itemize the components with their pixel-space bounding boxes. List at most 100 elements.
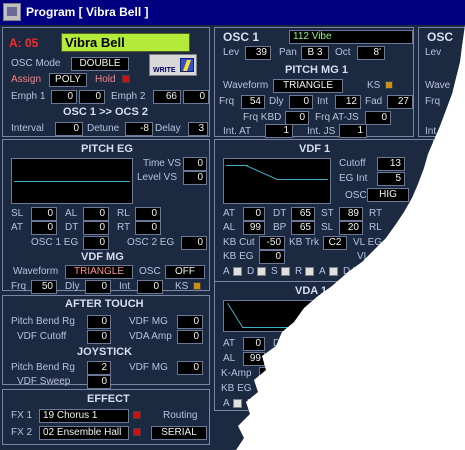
mg1-frq-kbd-field[interactable]: 0 — [285, 111, 309, 125]
mg1-int-js-field[interactable]: 1 — [339, 124, 367, 138]
interval-field[interactable]: 0 — [55, 122, 83, 136]
level-vs-label: Level VS — [137, 172, 178, 183]
vdf1-kbcut-field[interactable]: -50 — [259, 236, 285, 250]
mg1-int-at-field[interactable]: 1 — [265, 124, 293, 138]
vdf1-switch-r1-box[interactable] — [305, 267, 314, 276]
vdfmg-dly-field[interactable]: 0 — [85, 280, 111, 294]
fx1-led[interactable] — [133, 411, 141, 419]
osc2-wave-label: Wave — [425, 80, 451, 91]
emph2-b-field[interactable]: 0 — [183, 90, 209, 104]
vdf1-switch-d1-box[interactable] — [257, 267, 266, 276]
vdf1-rt-label: RT — [369, 208, 383, 219]
eg-al-label: AL — [65, 208, 78, 219]
vdf1-switch-d2-box[interactable] — [353, 267, 362, 276]
vdfmg-frq-label: Frq — [11, 281, 26, 292]
js-vdfsweep-field[interactable]: 0 — [87, 375, 111, 389]
vdf1-osc-select[interactable]: HIG — [367, 188, 409, 202]
js-vdfmg-field[interactable]: 0 — [177, 361, 203, 375]
vdf1-switch-a1-box[interactable] — [233, 267, 242, 276]
vda1-dt-field[interactable]: 89 — [291, 337, 315, 351]
fx2-led[interactable] — [133, 428, 141, 436]
vdfmg-ks-led[interactable] — [193, 282, 201, 290]
app-icon[interactable] — [3, 3, 21, 21]
vdfmg-frq-field[interactable]: 50 — [31, 280, 57, 294]
vdfmg-waveform-select[interactable]: TRIANGLE — [65, 265, 133, 279]
vdf1-st-field[interactable]: 89 — [339, 207, 363, 221]
fx2-select[interactable]: 02 Ensemble Hall — [39, 426, 129, 440]
vda1-switch-a-box[interactable] — [233, 399, 242, 408]
mg1-frq-field[interactable]: 54 — [241, 95, 265, 109]
routing-select[interactable]: SERIAL — [151, 426, 207, 440]
osc2-eg-label: OSC 2 EG — [127, 237, 175, 248]
eg-rl-field[interactable]: 0 — [135, 207, 161, 221]
assign-select[interactable]: POLY — [49, 73, 87, 87]
osc1-wave-select[interactable]: 112 Vibe — [289, 30, 413, 44]
mg1-frq-atjs-field[interactable]: 0 — [365, 111, 391, 125]
eg-sl-field[interactable]: 0 — [31, 207, 57, 221]
osc2-frq-label: Frq — [425, 96, 440, 107]
vda1-at-field[interactable]: 0 — [243, 337, 265, 351]
vda1-kamp-field[interactable]: -35 — [259, 367, 285, 381]
mg1-dly-field[interactable]: 0 — [289, 95, 313, 109]
vdf1-switch-a2-box[interactable] — [329, 267, 338, 276]
at-pbr-field[interactable]: 0 — [87, 315, 111, 329]
osc1-eg-field[interactable]: 0 — [83, 236, 109, 250]
mg1-ks-led[interactable] — [385, 81, 393, 89]
js-pbr-field[interactable]: 2 — [87, 361, 111, 375]
osc1-lev-field[interactable]: 39 — [245, 46, 271, 60]
vdf1-cutoff-field[interactable]: 13 — [377, 157, 405, 171]
vdfmg-osc-select[interactable]: OFF — [165, 265, 205, 279]
osc1-title: OSC 1 — [223, 30, 260, 44]
vda1-switch-d: D — [247, 398, 255, 409]
at-vdfcut-field[interactable]: 0 — [87, 330, 111, 344]
fx1-label: FX 1 — [11, 410, 33, 421]
mg1-dly-label: Dly — [269, 96, 284, 107]
eg-al-field[interactable]: 0 — [83, 207, 109, 221]
hold-led[interactable] — [122, 75, 130, 83]
vdf1-sl-field[interactable]: 20 — [339, 221, 363, 235]
osc1-pan-field[interactable]: B 3 — [301, 46, 329, 60]
mg1-fad-field[interactable]: 27 — [387, 95, 413, 109]
eg-sl-label: SL — [11, 208, 24, 219]
at-vdaamp-field[interactable]: 0 — [177, 330, 203, 344]
emph1-a-field[interactable]: 0 — [51, 90, 77, 104]
vdf1-kbeg-field[interactable]: 0 — [259, 250, 285, 264]
vdf1-dt-field[interactable]: 65 — [291, 207, 315, 221]
osc1-oct-field[interactable]: 8' — [357, 46, 385, 60]
vdf1-envelope-sustain — [276, 179, 328, 180]
delay-field[interactable]: 3 — [188, 122, 208, 136]
vdf1-at-field[interactable]: 0 — [243, 207, 265, 221]
eg-dt-field[interactable]: 0 — [83, 221, 109, 235]
fx1-select[interactable]: 19 Chorus 1 — [39, 409, 129, 423]
time-vs-field[interactable]: 0 — [183, 157, 207, 171]
mg1-waveform-select[interactable]: TRIANGLE — [273, 79, 343, 93]
mg1-ks-label: KS — [367, 80, 381, 91]
vdfmg-int-field[interactable]: 0 — [137, 280, 163, 294]
mg1-int-field[interactable]: 12 — [335, 95, 361, 109]
vdf1-al-field[interactable]: 99 — [243, 221, 265, 235]
program-name-field[interactable]: Vibra Bell — [61, 33, 190, 52]
eg-rt-field[interactable]: 0 — [135, 221, 161, 235]
vdf1-switch-s2-box[interactable] — [377, 267, 386, 276]
osc1-panel: OSC 1 112 Vibe Lev 39 Pan B 3 Oct 8' PIT… — [214, 27, 414, 138]
lightning-icon — [180, 58, 194, 72]
vda1-al-field[interactable]: 99 — [243, 352, 265, 366]
detune-field[interactable]: -8 — [125, 122, 153, 136]
vdf1-bp-field[interactable]: 65 — [291, 221, 315, 235]
osc2-eg-field[interactable]: 0 — [181, 236, 207, 250]
vdf1-egint-field[interactable]: 5 — [377, 172, 405, 186]
vdf1-kbtrk-field[interactable]: C2 — [323, 236, 347, 250]
vda1-bp-field[interactable]: 6 — [291, 352, 315, 366]
at-vdfmg-field[interactable]: 0 — [177, 315, 203, 329]
eg-at-field[interactable]: 0 — [31, 221, 57, 235]
level-vs-field[interactable]: 0 — [183, 171, 207, 185]
vdf1-vleg-label: VL EG — [353, 237, 383, 248]
vdf1-switch-s1-box[interactable] — [281, 267, 290, 276]
write-button[interactable]: WRITE — [149, 54, 197, 76]
osc-mode-select[interactable]: DOUBLE — [71, 57, 129, 71]
vdf1-kbeg-label: KB EG — [223, 251, 254, 262]
emph1-b-field[interactable]: 0 — [79, 90, 105, 104]
emph2-a-field[interactable]: 66 — [153, 90, 181, 104]
after-touch-title: AFTER TOUCH — [65, 298, 144, 310]
vdf1-cutoff-label: Cutoff — [339, 158, 366, 169]
